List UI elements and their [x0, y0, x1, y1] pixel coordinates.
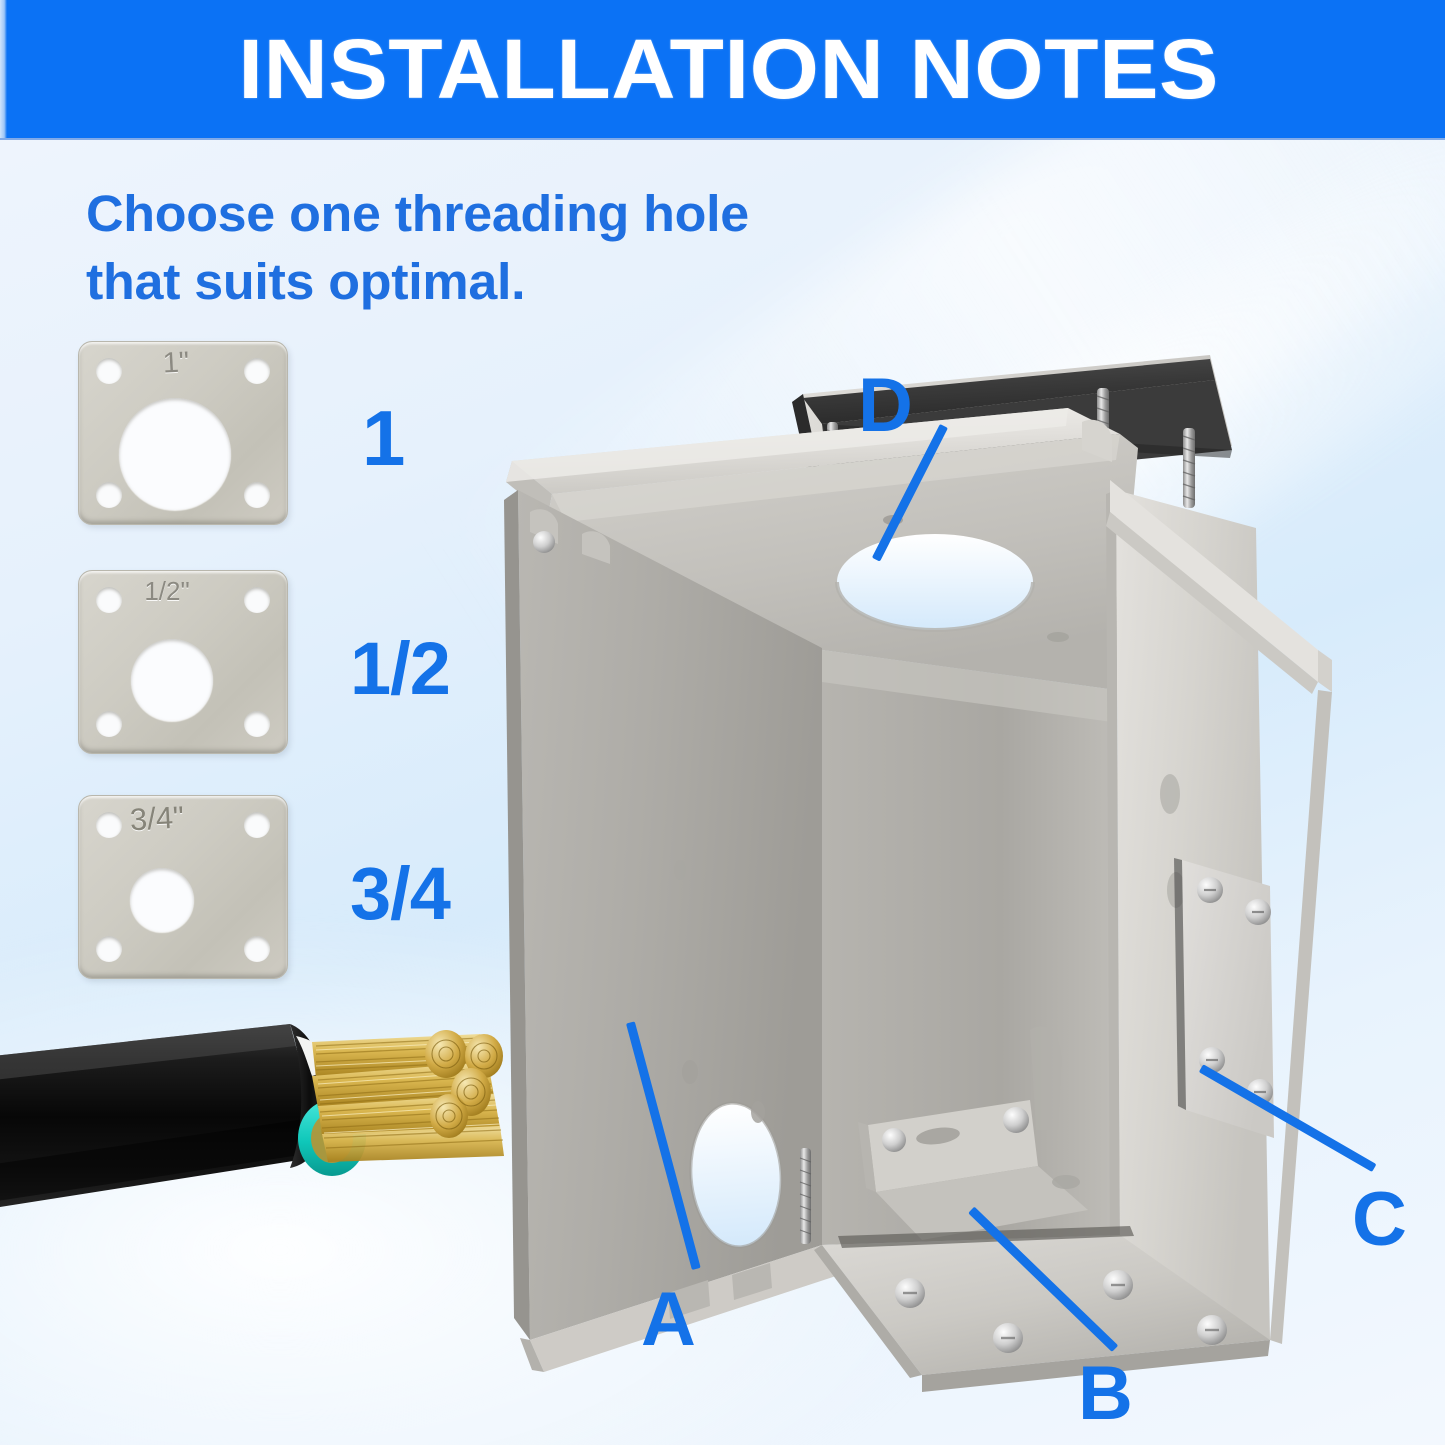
- gasket-screw-hole: [96, 482, 122, 508]
- gasket-screw-hole: [244, 482, 270, 508]
- gasket-option-1-inch: 1" 1: [78, 341, 405, 525]
- cable-jacket: [0, 1024, 325, 1208]
- box-pilot-slot: [1160, 774, 1180, 814]
- gasket-screw-hole: [244, 587, 270, 613]
- box-back-interior-wall: [822, 650, 1120, 1245]
- gasket-option-half-inch: 1/2" 1/2: [78, 570, 451, 754]
- threaded-stud: [1182, 428, 1196, 508]
- callout-label-B: B: [1078, 1351, 1133, 1436]
- gasket-screw-hole: [96, 358, 122, 384]
- gasket-plate: 1": [78, 341, 288, 525]
- power-cable-illustration: [0, 1006, 520, 1236]
- gasket-screw-hole: [96, 812, 122, 838]
- gasket-plate: 1/2": [78, 570, 288, 754]
- gasket-screw-hole: [96, 936, 122, 962]
- gasket-emboss-label: 3/4": [129, 799, 185, 838]
- callout-label-C: C: [1352, 1177, 1407, 1262]
- gasket-screw-hole: [244, 358, 270, 384]
- gasket-emboss-label: 1/2": [144, 576, 190, 606]
- gasket-size-number: 3/4: [350, 852, 451, 935]
- box-pilot-hole: [682, 1060, 698, 1084]
- top-knockout-hole-D: [837, 534, 1033, 630]
- callout-label-D: D: [858, 363, 913, 448]
- callout-label-A: A: [641, 1277, 696, 1362]
- saddle-slot: [916, 1127, 960, 1145]
- subtitle-text: Choose one threading hole that suits opt…: [86, 180, 984, 316]
- box-pilot-hole: [1047, 632, 1069, 642]
- cable-strand-end-faces: [425, 1030, 503, 1138]
- gasket-screw-hole: [244, 812, 270, 838]
- saddle-screw: [1003, 1107, 1029, 1133]
- gasket-center-hole: [131, 639, 213, 721]
- gasket-option-three-quarter-inch: 3/4" 3/4: [78, 795, 451, 979]
- gasket-screw-hole: [244, 936, 270, 962]
- gasket-screw-hole: [244, 711, 270, 737]
- saddle-screw: [882, 1128, 906, 1152]
- gasket-plate: 3/4": [78, 795, 288, 979]
- box-top-inner-face: [548, 434, 1138, 690]
- side-knockout-hole-A: [690, 1103, 782, 1247]
- gasket-center-hole: [119, 398, 231, 510]
- saddle-slot: [1052, 1175, 1080, 1189]
- junction-box-bracket-assembly: [470, 330, 1445, 1445]
- box-pilot-hole: [674, 860, 686, 880]
- box-mount-notch: [1082, 419, 1112, 462]
- subtitle-line-2: that suits optimal.: [86, 252, 526, 310]
- gasket-size-number: 1: [362, 394, 405, 482]
- page-title: INSTALLATION NOTES: [238, 21, 1219, 116]
- gasket-screw-hole: [96, 587, 122, 613]
- box-hinge-tabs: [530, 509, 610, 564]
- header-left-edge-accent: [0, 0, 7, 138]
- box-pilot-hole: [751, 1101, 765, 1123]
- header-banner: INSTALLATION NOTES: [0, 0, 1445, 138]
- bottom-mounting-plate-B: [814, 1226, 1270, 1392]
- box-lower-right-wedge: [1270, 690, 1332, 1344]
- subtitle-line-1: Choose one threading hole: [86, 185, 749, 242]
- gasket-size-number: 1/2: [350, 627, 451, 710]
- internal-mounting-saddle: [799, 1100, 1088, 1244]
- gasket-center-hole: [130, 868, 194, 932]
- gasket-screw-hole: [96, 711, 122, 737]
